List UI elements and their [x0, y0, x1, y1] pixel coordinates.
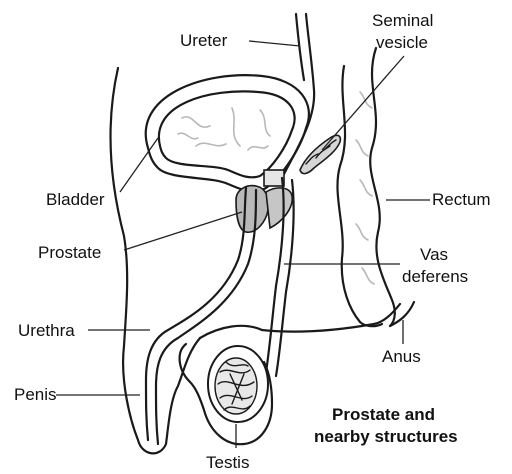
rectum: [337, 48, 394, 326]
label-seminal-vesicle-line2: vesicle: [376, 33, 428, 52]
caption-line1: Prostate and: [332, 405, 435, 424]
label-prostate: Prostate: [38, 243, 101, 262]
caption: Prostate and nearby structures: [314, 405, 458, 446]
label-bladder: Bladder: [46, 190, 105, 209]
label-penis: Penis: [14, 385, 57, 404]
leader-bladder: [120, 138, 158, 192]
label-vas-deferens-line1: Vas: [420, 245, 448, 264]
label-vas-deferens-line2: deferens: [402, 267, 468, 286]
leader-ureter: [249, 41, 300, 46]
testis: [208, 346, 268, 422]
label-ureter: Ureter: [180, 31, 228, 50]
label-rectum: Rectum: [432, 190, 491, 209]
label-anus: Anus: [382, 347, 421, 366]
leader-seminal-vesicle: [322, 56, 404, 150]
leader-prostate: [124, 212, 242, 250]
label-seminal-vesicle-line1: Seminal: [372, 11, 433, 30]
label-urethra: Urethra: [18, 321, 75, 340]
label-testis: Testis: [206, 453, 249, 472]
caption-line2: nearby structures: [314, 427, 458, 446]
ureter: [282, 14, 314, 178]
